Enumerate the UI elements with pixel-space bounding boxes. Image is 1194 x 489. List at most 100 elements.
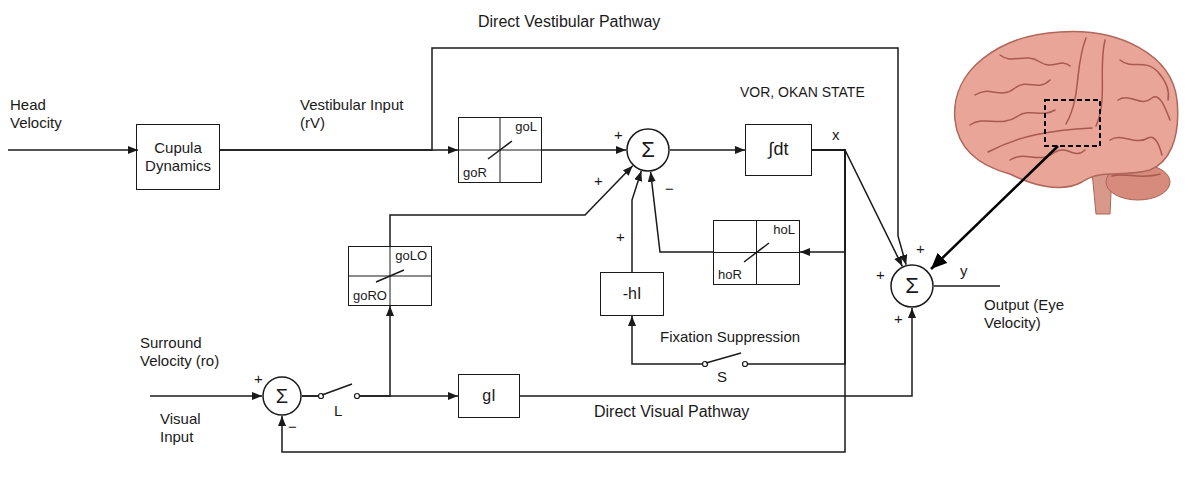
signal-connector xyxy=(632,171,641,272)
brain-fold xyxy=(970,110,1055,125)
signal-name: x xyxy=(832,126,840,144)
signal-connector xyxy=(282,150,845,452)
label-slot: Fixation Suppression xyxy=(660,328,800,346)
dashed-region-box xyxy=(1045,100,1100,146)
brain-fold xyxy=(1000,55,1070,66)
summing-junction: Σ xyxy=(626,128,670,172)
output-wire xyxy=(934,285,1000,287)
label-slot: Head Velocity xyxy=(10,96,90,132)
sign-mark: + xyxy=(894,310,903,328)
label-slot: + xyxy=(876,266,885,284)
label-slot: y xyxy=(960,262,968,280)
label-slot: + xyxy=(894,310,903,328)
node-text: Cupula Dynamics xyxy=(140,139,216,175)
label-slot: Vestibular Input (rV) xyxy=(300,96,404,132)
gain-label: goR xyxy=(463,165,487,181)
label-slot: Visual Input xyxy=(160,410,230,446)
switch-blade xyxy=(706,353,741,363)
summing-junction: Σ xyxy=(262,376,302,416)
brain-fold xyxy=(1066,38,1086,124)
state-label: VOR, OKAN STATE xyxy=(740,84,865,101)
switch-contact xyxy=(743,362,748,367)
gain-label: hoR xyxy=(718,267,742,283)
brain-fold xyxy=(1110,137,1162,155)
sign-mark: + xyxy=(616,228,625,246)
node-text: Σ xyxy=(276,384,288,408)
gain-box: gI xyxy=(458,374,520,418)
label-slot: + xyxy=(254,370,263,388)
signal-connector xyxy=(302,306,390,396)
sign-mark: + xyxy=(916,240,925,258)
gain-box: -hI xyxy=(600,272,664,316)
label-slot: Direct Vestibular Pathway xyxy=(478,12,660,31)
node-text: Σ xyxy=(641,137,655,163)
signal-connector xyxy=(651,172,713,252)
label-slot: + xyxy=(594,172,603,190)
cerebrum xyxy=(955,32,1178,188)
gain-label: goRO xyxy=(353,288,387,304)
brain-fold xyxy=(1112,174,1160,176)
brain-illustration xyxy=(931,32,1178,269)
label-slot: + xyxy=(916,240,925,258)
signal-connector xyxy=(542,149,626,151)
node-text: gI xyxy=(482,386,495,405)
input-label: Visual Input xyxy=(160,410,230,446)
nonlinearity-box: goL goR xyxy=(458,117,542,183)
signal-connector xyxy=(520,308,912,396)
sign-mark: − xyxy=(665,180,674,198)
junction-circle xyxy=(263,377,301,415)
sign-mark: + xyxy=(876,266,885,284)
node-text: -hI xyxy=(623,284,642,303)
switch-name: L xyxy=(334,402,342,420)
brain-fold xyxy=(1120,60,1168,100)
sign-mark: + xyxy=(594,172,603,190)
switch-label: Fixation Suppression xyxy=(660,328,800,346)
output-label: Output (Eye Velocity) xyxy=(984,296,1094,332)
integrator-box: ∫dt xyxy=(745,124,812,176)
gain-label: hoL xyxy=(773,222,795,238)
callout-arrow xyxy=(931,146,1058,269)
pathway-label: Direct Visual Pathway xyxy=(594,402,749,421)
gain-line xyxy=(488,141,512,159)
label-slot: Surround Velocity (ro) xyxy=(140,334,252,370)
switch-symbol xyxy=(319,384,360,400)
input-wire xyxy=(150,395,262,397)
switch-symbol xyxy=(703,353,748,368)
node-text: Σ xyxy=(905,273,919,299)
signal-name: y xyxy=(960,262,968,280)
summing-junction: Σ xyxy=(890,264,934,308)
junction-circle xyxy=(891,265,933,307)
gain-label: goL xyxy=(515,119,537,135)
junction-circle xyxy=(627,129,669,171)
sign-mark: − xyxy=(288,418,297,436)
brain-folds xyxy=(970,38,1170,176)
signal-connector xyxy=(812,150,902,266)
label-slot: + xyxy=(616,228,625,246)
pathway-label: Direct Vestibular Pathway xyxy=(478,12,660,31)
node-text: ∫dt xyxy=(769,139,789,161)
signal-connector xyxy=(800,150,845,252)
signal-name: Vestibular Input (rV) xyxy=(300,96,404,132)
process-box: Cupula Dynamics xyxy=(136,124,220,190)
label-slot: L xyxy=(334,402,342,420)
label-slot: VOR, OKAN STATE xyxy=(740,84,865,101)
gain-label: goLO xyxy=(395,248,427,264)
brain-fold xyxy=(975,80,1050,95)
signal-name: Surround Velocity (ro) xyxy=(140,334,252,370)
gain-line xyxy=(376,270,404,282)
switch-name: S xyxy=(717,368,727,386)
nonlinearity-box: hoL hoR xyxy=(713,220,800,285)
brain-fold xyxy=(988,128,1092,152)
signal-name: Head Velocity xyxy=(10,96,90,132)
label-slot: − xyxy=(288,418,297,436)
signal-connector xyxy=(632,150,845,364)
signal-connector xyxy=(670,149,745,151)
gain-line xyxy=(744,243,769,262)
nonlinearity-box: goLO goRO xyxy=(348,246,432,306)
label-slot: Direct Visual Pathway xyxy=(594,402,749,421)
sign-mark: + xyxy=(254,370,263,388)
label-slot: − xyxy=(665,180,674,198)
label-slot: x xyxy=(832,126,840,144)
label-slot: + xyxy=(614,126,623,144)
